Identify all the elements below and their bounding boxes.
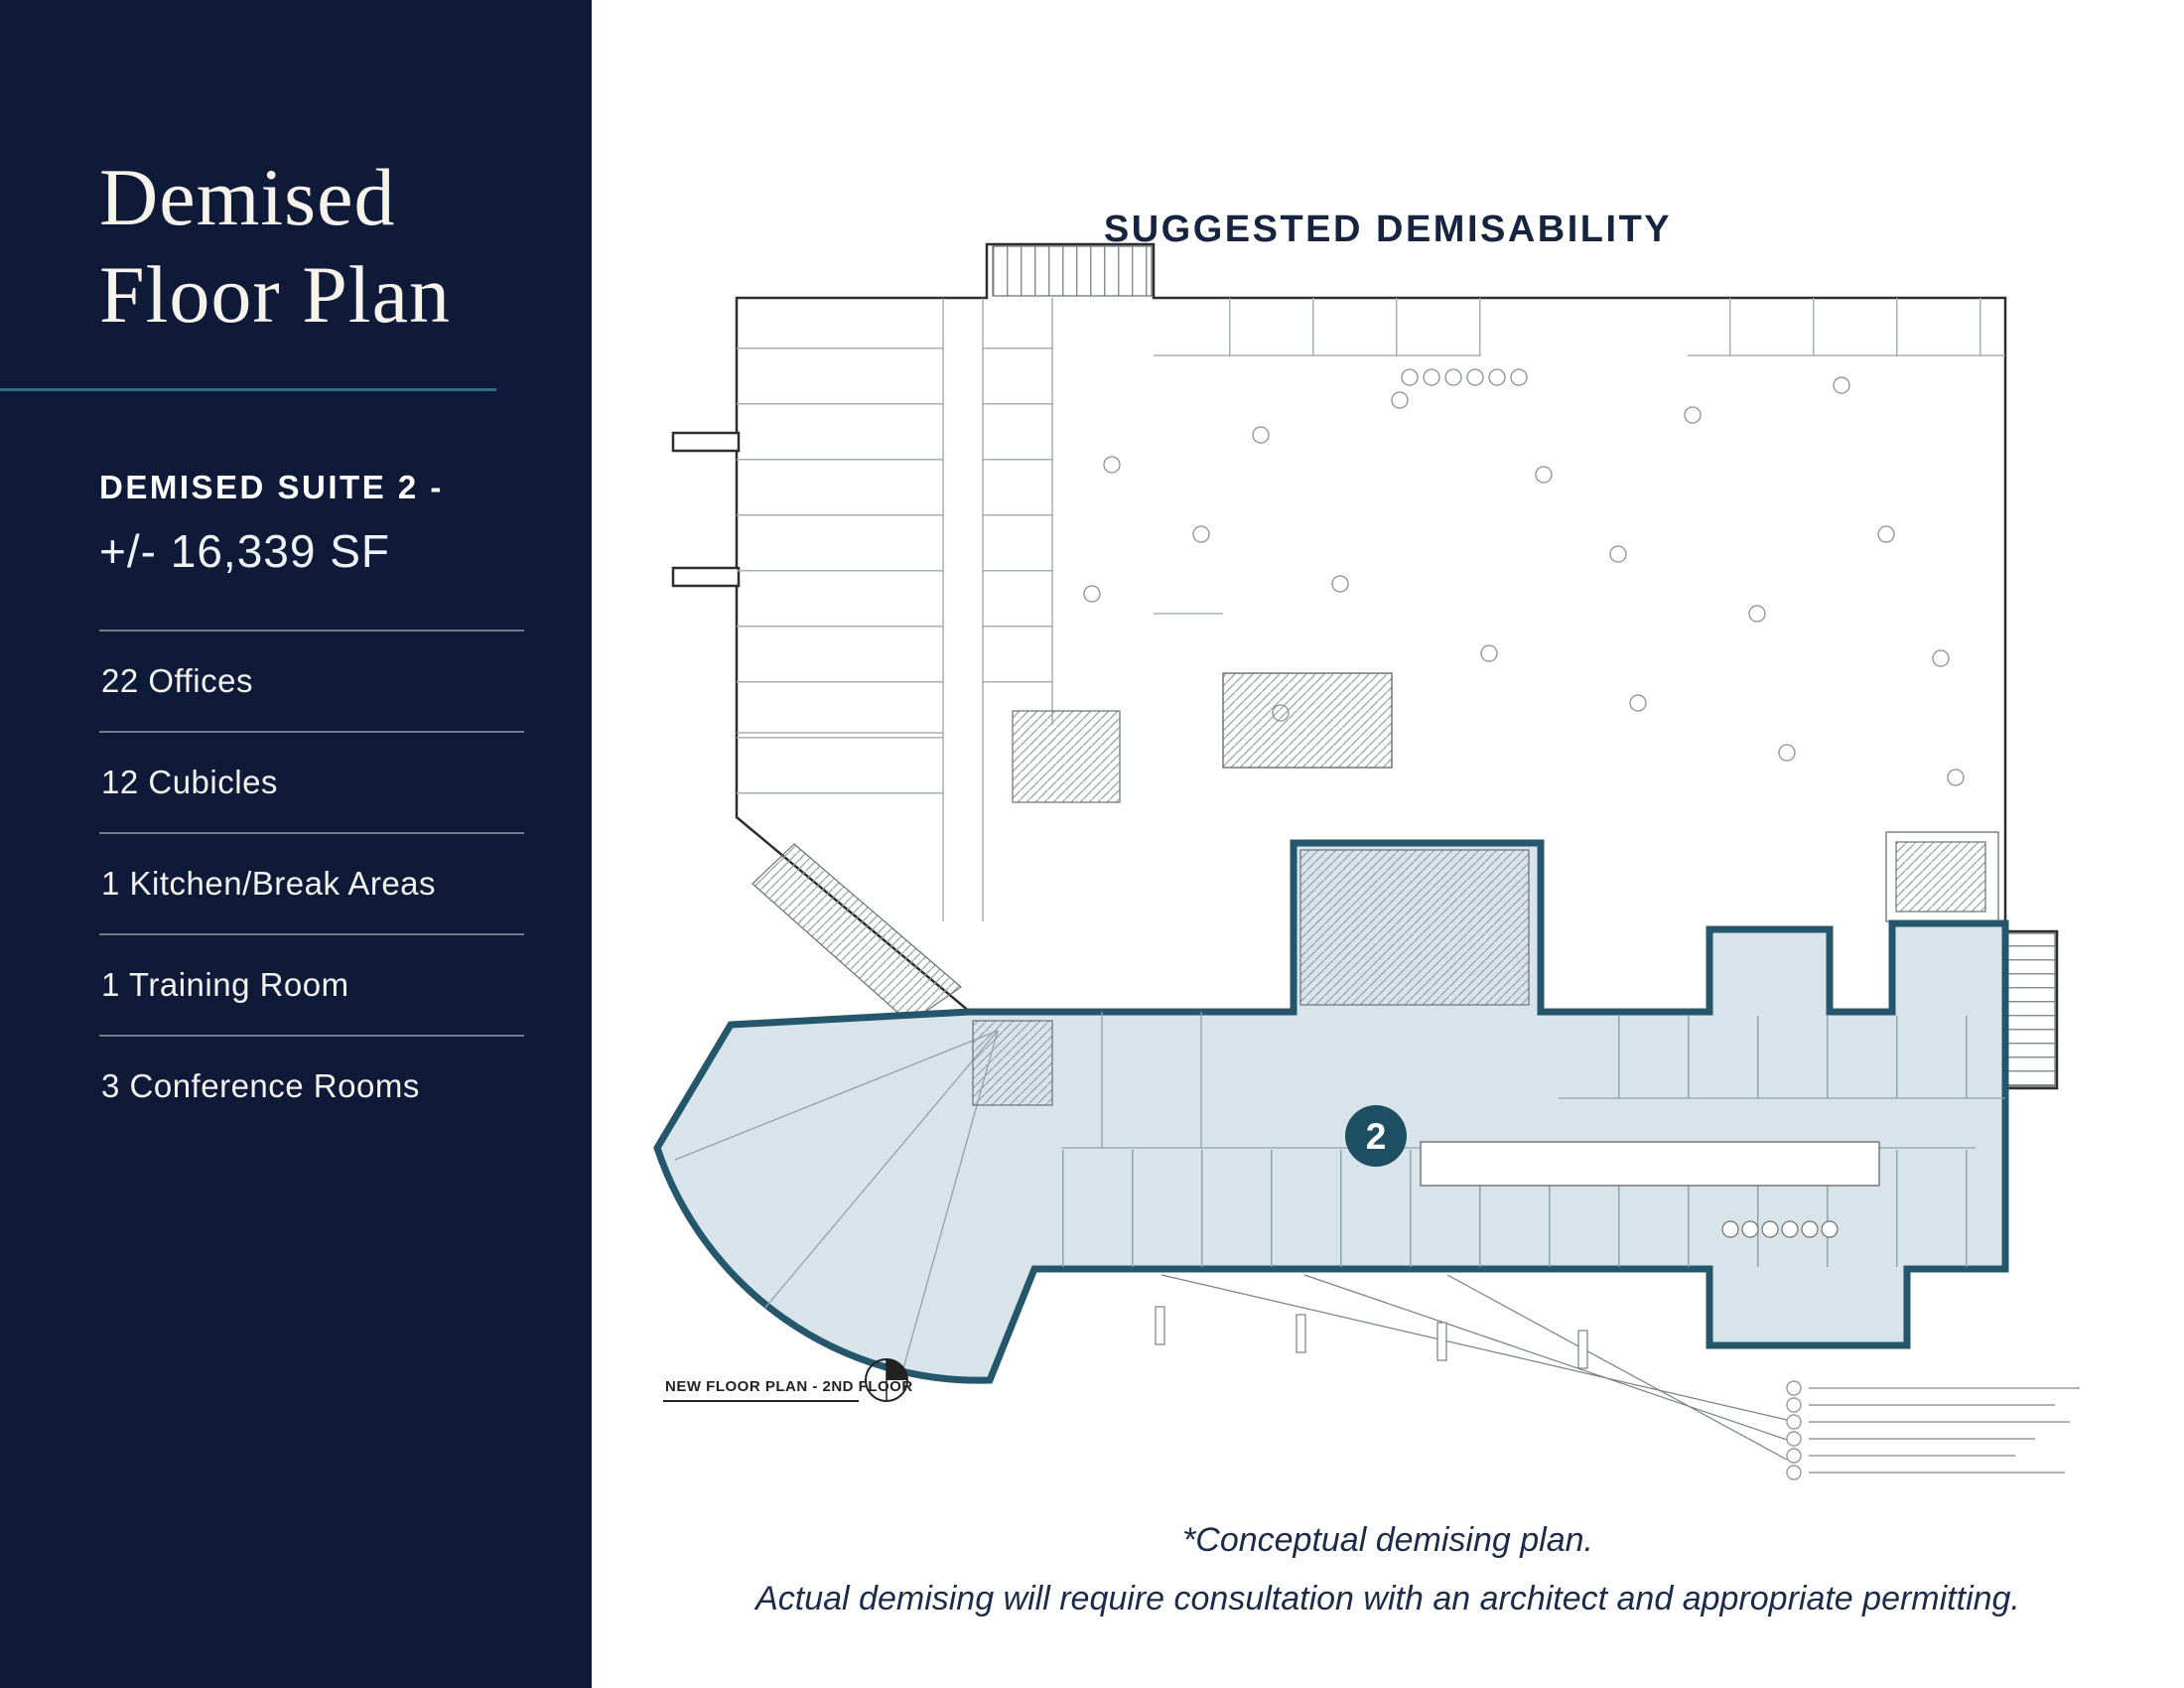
plan-symbols [1083,368,1965,786]
suite-heading: DEMISED SUITE 2 - [99,468,444,505]
footnote-line-2: Actual demising will require consultatio… [755,1580,2020,1618]
keynotes-list [1786,1380,2080,1480]
hatched-areas [751,245,2056,1087]
feature-item-cubicles: 12 Cubicles [99,730,524,832]
suite-2-badge: 2 [1345,1105,1407,1167]
footnotes: *Conceptual demising plan. Actual demisi… [592,1521,2184,1618]
interior-walls [737,298,2005,922]
floor-plan: 2 NEW FLOOR PLAN - 2ND FLOOR [645,236,2095,1517]
floor-plan-svg: 2 NEW FLOOR PLAN - 2ND FLOOR [653,242,2080,1480]
plan-drawing-label: NEW FLOOR PLAN - 2ND FLOOR [665,1378,913,1395]
sidebar: Demised Floor Plan DEMISED SUITE 2 - +/-… [0,0,592,1688]
title-divider [0,387,496,391]
suite-badge-number: 2 [1366,1116,1387,1157]
plan-heading: SUGGESTED DEMISABILITY [1103,208,1673,250]
north-arrow-icon [865,1358,908,1402]
suite-2-highlight: 2 [653,839,2009,1384]
feature-item-training: 1 Training Room [99,932,524,1035]
plan-title-block: NEW FLOOR PLAN - 2ND FLOOR [663,1358,913,1402]
feature-item-offices: 22 Offices [99,629,524,731]
feature-item-conference: 3 Conference Rooms [99,1034,524,1136]
column-callouts [1155,1274,1788,1461]
feature-list: 22 Offices 12 Cubicles 1 Kitchen/Break A… [99,629,524,1136]
suite-size: +/- 16,339 SF [99,524,390,577]
feature-item-kitchen: 1 Kitchen/Break Areas [99,831,524,933]
page-title: Demised Floor Plan [99,152,451,341]
footnote-line-1: *Conceptual demising plan. [1182,1521,1593,1559]
